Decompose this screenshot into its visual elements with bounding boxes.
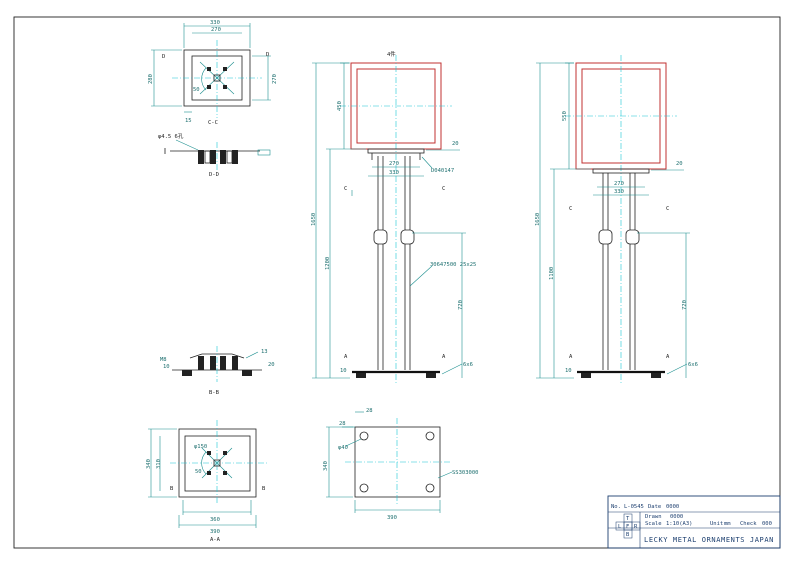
bb-dim-10: 10 (163, 364, 170, 370)
tb-company: LECKY METAL ORNAMENTS JAPAN (644, 536, 774, 544)
side-dim-1650: 1650 (535, 213, 541, 226)
tb-grid-r: R (634, 524, 638, 530)
aa-dim-340: 340 (146, 459, 152, 469)
top-callout-50: 50 (193, 87, 200, 93)
tb-check-value: 000 (762, 521, 772, 527)
tb-date-label: Date (648, 504, 661, 510)
plate-dim-340: 340 (323, 461, 329, 471)
tb-no-label: No. (611, 504, 621, 510)
front-dim-330: 330 (389, 170, 399, 176)
plate-dim-28b: 28 (339, 421, 346, 427)
side-mark-a-left: A (569, 354, 573, 360)
top-dim-280: 280 (148, 74, 154, 84)
aa-mark-b-right: B (262, 486, 266, 492)
view-top-cc: 330 270 280 270 15 D D 50 C-C (148, 20, 278, 126)
front-dim-6x6: 6x6 (463, 362, 473, 368)
tb-grid-t: T (626, 516, 630, 522)
side-mark-a-right: A (666, 354, 670, 360)
aa-dim-310: 310 (156, 459, 162, 469)
aa-dim-50: 50 (195, 469, 202, 475)
front-dim-720: 720 (458, 300, 464, 310)
side-dim-330: 330 (614, 189, 624, 195)
view-section-dd: φ4.5 6孔 D-D (158, 132, 271, 178)
plate-dim-28a: 28 (366, 408, 373, 414)
view-front-elevation: 4件 450 1650 1200 720 270 (311, 50, 476, 385)
front-dim-270: 270 (389, 161, 399, 167)
front-dim-10: 10 (340, 368, 347, 374)
title-block: No. L-0545 Date 0000 Drawn 0000 Scale 1:… (607, 495, 781, 549)
front-dim-20: 20 (452, 141, 459, 147)
side-dim-20: 20 (676, 161, 683, 167)
side-dim-550: 550 (562, 111, 568, 121)
aa-mark-b-left: B (170, 486, 174, 492)
top-dim-270b: 270 (272, 74, 278, 84)
front-callout-pipe: 30647500 25x25 (430, 262, 476, 268)
front-dim-1200: 1200 (325, 257, 331, 270)
top-view-label: C-C (208, 120, 218, 126)
bb-dim-13: 13 (261, 349, 268, 355)
view-base-plate: 28 28 φ40 340 390 SS303000 (323, 408, 479, 521)
tb-drawn-value: 0000 (670, 514, 683, 520)
view-section-bb: M8 10 13 20 B-B (160, 346, 275, 396)
sheet-border (13, 16, 781, 549)
top-mark-d-left: D (162, 54, 165, 60)
side-dim-1100: 1100 (549, 267, 555, 280)
bb-label: B-B (209, 390, 220, 396)
front-callout-d040147: D040147 (431, 168, 454, 174)
plate-callout: SS303000 (452, 470, 479, 476)
tb-no-value: L-0545 (624, 504, 644, 510)
front-dim-450: 450 (337, 101, 343, 111)
top-dim-330: 330 (210, 20, 220, 26)
dd-note: φ4.5 6孔 (158, 132, 184, 140)
tb-drawn-label: Drawn (645, 514, 662, 520)
front-mark-c-left: C (344, 186, 347, 192)
bb-dim-20: 20 (268, 362, 275, 368)
tb-grid-b: B (626, 532, 630, 538)
side-dim-720: 720 (682, 300, 688, 310)
aa-dim-360: 360 (210, 517, 220, 523)
side-dim-6x6: 6x6 (688, 362, 698, 368)
view-side-elevation: 550 1650 1100 720 270 330 20 10 6x6 C C … (535, 55, 698, 385)
tb-grid-l: L (618, 524, 622, 530)
bb-dim-m8: M8 (160, 357, 167, 363)
top-mark-d-right: D (266, 52, 269, 58)
aa-label: A-A (210, 537, 221, 543)
front-mark-a-left: A (344, 354, 348, 360)
aa-dim-390: 390 (210, 529, 220, 535)
side-dim-10: 10 (565, 368, 572, 374)
tb-unit-label: Unit (710, 521, 723, 527)
front-dim-1650: 1650 (311, 213, 317, 226)
front-mark-c-right: C (442, 186, 445, 192)
top-dim-270a: 270 (211, 27, 221, 33)
plate-dim-390: 390 (387, 515, 397, 521)
front-mark-a-right: A (442, 354, 446, 360)
aa-dim-phi150: φ150 (194, 444, 207, 450)
side-mark-c-left: C (569, 206, 572, 212)
side-mark-c-right: C (666, 206, 669, 212)
front-header: 4件 (387, 50, 396, 58)
view-base-aa: φ150 50 340 310 360 390 B B A-A (146, 420, 268, 543)
tb-scale-label: Scale (645, 521, 662, 527)
tb-scale-value: 1:10(A3) (666, 521, 693, 527)
tb-check-label: Check (740, 521, 757, 527)
tb-unit-value: mm (724, 521, 731, 527)
dd-label: D-D (209, 172, 219, 178)
plate-dim-phi40: φ40 (338, 445, 348, 451)
side-dim-270: 270 (614, 181, 624, 187)
tb-date-value: 0000 (666, 504, 679, 510)
tb-grid-f: F (626, 524, 629, 530)
top-dim-15: 15 (185, 118, 192, 124)
